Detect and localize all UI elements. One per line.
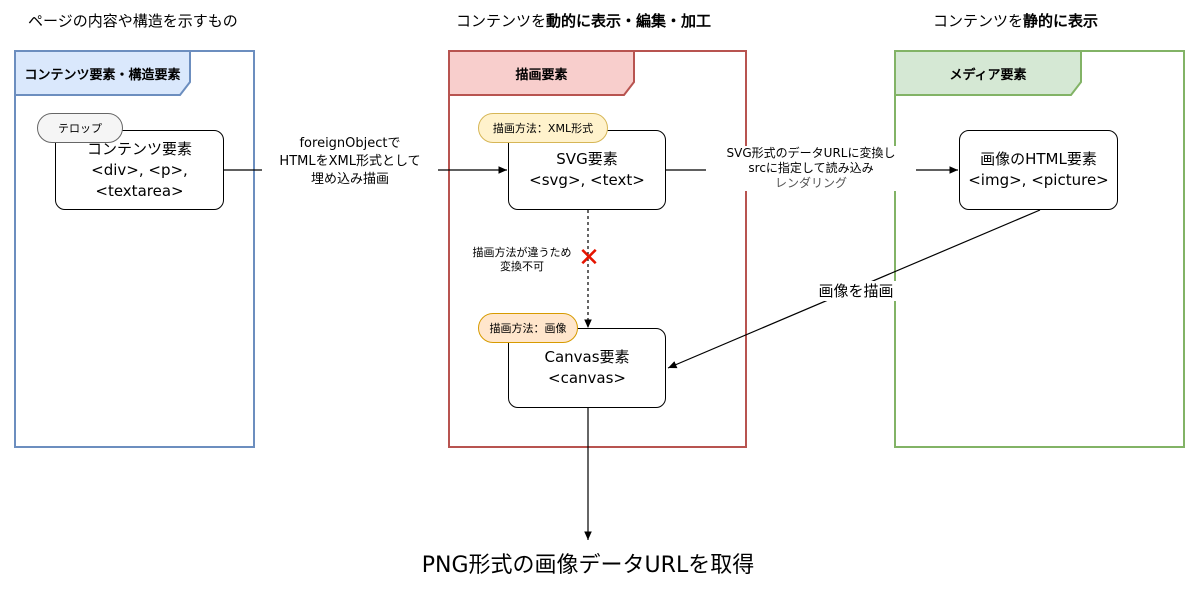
media-lane-tab-shape (894, 50, 1082, 96)
svg-to-img-label-line1: SVG形式のデータURLに変換し (726, 146, 896, 160)
telop-tag: テロップ (37, 113, 123, 143)
cannot-convert-label: 描画方法が違うため 変換不可 (472, 246, 572, 273)
content-element-text: コンテンツ要素 <div>, <p>, <textarea> (86, 139, 192, 200)
drawing-lane-tab-shape (448, 50, 635, 96)
svg-element-text: SVG要素 <svg>, <text> (529, 150, 645, 189)
middle-column-heading: コンテンツを動的に表示・編集・加工 (456, 10, 711, 31)
image-drawing-tag: 描画方法：画像 (478, 313, 578, 343)
drawing-lane-title: 描画要素 (515, 67, 568, 83)
cross-mark-icon: ✕ (578, 243, 600, 273)
png-output-label: PNG形式の画像データURLを取得 (388, 551, 788, 581)
image-html-element-box: 画像のHTML要素 <img>, <picture> (959, 130, 1118, 210)
svg-to-img-label: SVG形式のデータURLに変換し srcに指定して読み込み レンダリング (706, 146, 916, 191)
draw-image-label: 画像を描画 (806, 281, 906, 301)
middle-column-heading-bold: 動的に表示・編集・加工 (546, 12, 712, 30)
svg-to-img-label-line3: レンダリング (774, 176, 847, 190)
foreign-object-label: foreignObjectで HTMLをXML形式として 埋め込み描画 (262, 135, 438, 189)
right-column-heading: コンテンツを静的に表示 (933, 10, 1098, 31)
media-lane-title: メディア要素 (949, 67, 1027, 83)
image-html-element-text: 画像のHTML要素 <img>, <picture> (968, 150, 1109, 189)
content-structure-lane-title: コンテンツ要素・構造要素 (24, 67, 181, 83)
content-structure-lane-tab-shape (14, 50, 191, 96)
right-column-heading-bold: 静的に表示 (1023, 12, 1099, 30)
svg-to-img-label-line2: srcに指定して読み込み (748, 161, 874, 175)
right-column-heading-prefix: コンテンツを (933, 12, 1024, 30)
left-column-heading: ページの内容や構造を示すもの (28, 12, 238, 30)
svg-element-box: SVG要素 <svg>, <text> (508, 130, 666, 210)
xml-drawing-tag: 描画方法：XML形式 (478, 113, 608, 143)
content-element-box: コンテンツ要素 <div>, <p>, <textarea> (55, 130, 224, 210)
canvas-element-text: Canvas要素 <canvas> (544, 348, 630, 387)
middle-column-heading-prefix: コンテンツを (456, 12, 547, 30)
